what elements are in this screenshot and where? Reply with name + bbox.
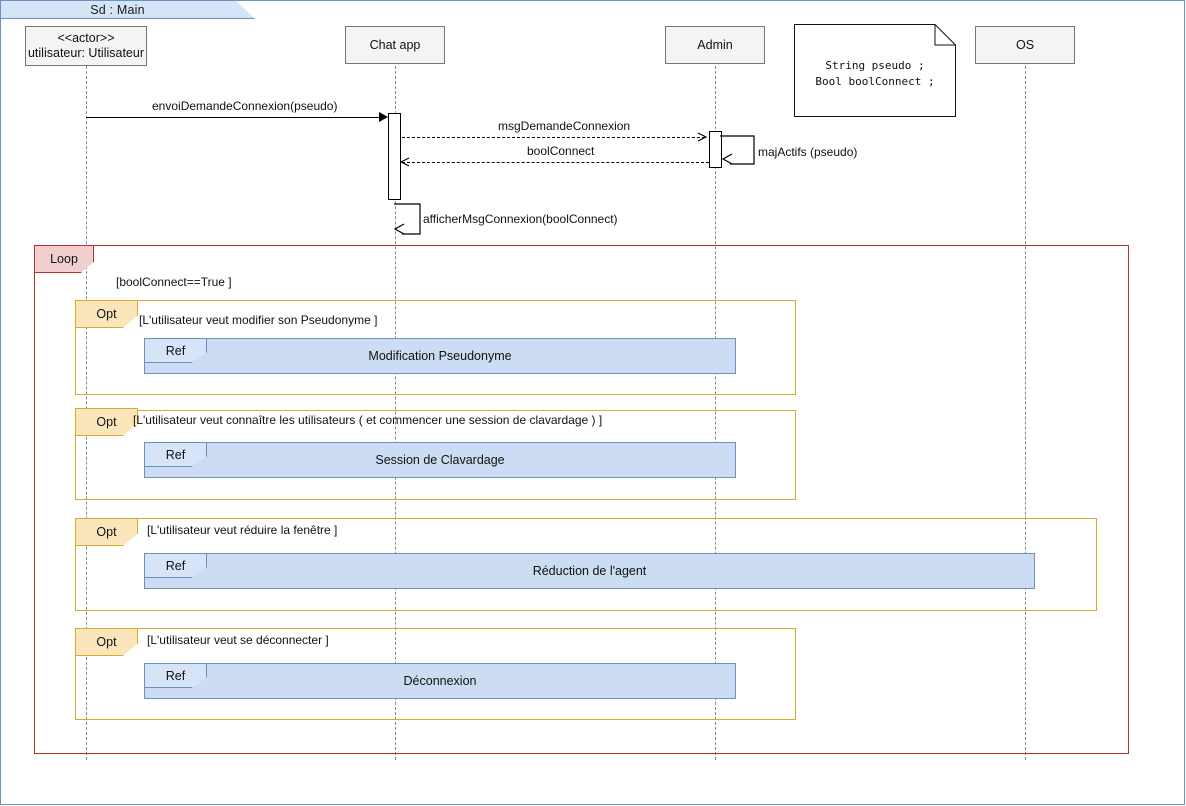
arrowhead-envoidemandeconnexion-icon	[379, 112, 388, 122]
message-label-affichermsgconnexion: afficherMsgConnexion(boolConnect)	[423, 212, 618, 226]
note-text: String pseudo ; Bool boolConnect ;	[794, 58, 956, 90]
fragment-opt-2[interactable]	[75, 410, 796, 500]
lifeline-name-utilisateur: utilisateur: Utilisateur	[27, 46, 144, 60]
message-label-majactifs: majActifs (pseudo)	[758, 145, 858, 159]
fragment-opt-4-tag: Opt	[75, 628, 138, 656]
fragment-opt-1-guard: [L'utilisateur veut modifier son Pseudon…	[139, 313, 378, 327]
lifeline-stereotype-utilisateur: <<actor>>	[57, 31, 115, 45]
fragment-opt-1-tag: Opt	[75, 300, 138, 328]
lifeline-name-chatapp: Chat app	[369, 37, 421, 52]
fragment-opt-2-tag: Opt	[75, 408, 138, 436]
fragment-loop-tag: Loop	[34, 245, 94, 273]
message-label-boolconnect: boolConnect	[527, 144, 595, 158]
fragment-opt-2-tag-label: Opt	[96, 415, 117, 429]
ref-box-2-tag: Ref	[145, 443, 207, 467]
fragment-opt-1[interactable]	[75, 300, 796, 395]
message-line-envoidemandeconnexion	[86, 117, 380, 118]
fragment-opt-4-tag-label: Opt	[96, 635, 117, 649]
arrowhead-boolconnect-icon	[400, 157, 410, 167]
fragment-loop[interactable]	[34, 245, 1129, 754]
fragment-opt-3-tag: Opt	[75, 518, 138, 546]
lifeline-head-chatapp[interactable]: Chat app	[345, 26, 445, 64]
lifeline-chatapp	[395, 66, 396, 760]
lifeline-name-os: OS	[1015, 37, 1035, 52]
activation-chatapp	[388, 113, 401, 200]
lifeline-name-admin: Admin	[697, 37, 733, 52]
message-line-boolconnect	[402, 162, 709, 163]
lifeline-admin	[715, 66, 716, 760]
fragment-opt-4-guard: [L'utilisateur veut se déconnecter ]	[147, 633, 329, 647]
ref-box-3-tag: Ref	[145, 554, 207, 578]
fragment-opt-4[interactable]	[75, 628, 796, 720]
ref-box-4-tag: Ref	[145, 664, 207, 688]
fragment-opt-2-guard: [L'utilisateur veut connaître les utilis…	[133, 413, 603, 427]
ref-box-3-title: Réduction de l'agent	[532, 564, 647, 578]
self-message-affichermsgconnexion-icon	[394, 203, 421, 235]
message-label-msgdemandeconnexion: msgDemandeConnexion	[498, 119, 631, 133]
ref-box-4[interactable]: Déconnexion Ref	[144, 663, 736, 699]
ref-box-3[interactable]: Réduction de l'agent Ref	[144, 553, 1035, 589]
lifeline-os	[1025, 66, 1026, 760]
fragment-opt-3[interactable]	[75, 518, 1097, 611]
ref-box-1-tag: Ref	[145, 339, 207, 363]
self-message-majactifs-icon	[720, 135, 755, 165]
note-shape-icon	[794, 24, 956, 117]
fragment-loop-tag-label: Loop	[50, 252, 78, 266]
note-line-1: String pseudo ;	[825, 59, 925, 72]
message-label-envoidemandeconnexion: envoiDemandeConnexion(pseudo)	[152, 99, 338, 113]
message-line-msgdemandeconnexion	[402, 137, 705, 138]
ref-box-2[interactable]: Session de Clavardage Ref	[144, 442, 736, 478]
fragment-opt-3-guard: [L'utilisateur veut réduire la fenêtre ]	[147, 523, 338, 537]
fragment-opt-3-tag-label: Opt	[96, 525, 117, 539]
ref-box-1[interactable]: Modification Pseudonyme Ref	[144, 338, 736, 374]
fragment-opt-1-tag-label: Opt	[96, 307, 117, 321]
activation-admin	[709, 131, 722, 168]
lifeline-head-admin[interactable]: Admin	[665, 26, 765, 64]
arrowhead-msgdemandeconnexion-icon	[697, 132, 707, 142]
ref-box-1-title: Modification Pseudonyme	[368, 349, 512, 363]
diagram-title: Sd : Main	[90, 2, 145, 17]
ref-box-2-title: Session de Clavardage	[375, 453, 505, 467]
note-line-2: Bool boolConnect ;	[815, 75, 935, 88]
fragment-loop-guard: [boolConnect==True ]	[116, 275, 232, 289]
lifeline-head-utilisateur[interactable]: <<actor>> utilisateur: Utilisateur	[25, 26, 147, 66]
lifeline-head-os[interactable]: OS	[975, 26, 1075, 64]
note-variables[interactable]: String pseudo ; Bool boolConnect ;	[794, 24, 956, 117]
ref-box-4-title: Déconnexion	[403, 674, 477, 688]
